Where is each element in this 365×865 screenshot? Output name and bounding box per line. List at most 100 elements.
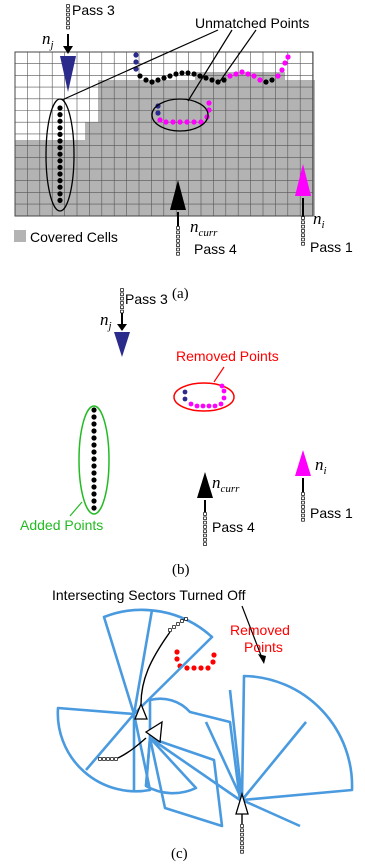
point-dot [91, 477, 97, 483]
black-triangle-icon [197, 472, 213, 498]
tail-square [176, 243, 180, 247]
tail-square [176, 622, 180, 626]
point-dot [91, 435, 97, 441]
point-dot [182, 389, 188, 395]
point-dot [143, 77, 149, 83]
tail-square [203, 525, 207, 529]
removed-callout [213, 366, 225, 383]
callout-line [61, 29, 219, 101]
point-dot [170, 119, 176, 125]
sector-divider [228, 689, 244, 801]
point-dot [251, 73, 257, 79]
unmatched-points-left [57, 105, 63, 203]
tail-square [240, 841, 244, 845]
tail-square [240, 824, 244, 828]
point-dot [157, 117, 163, 123]
point-dot [91, 442, 97, 448]
pass-tail-icon [301, 492, 305, 522]
point-dot [57, 118, 63, 124]
pose-arrow-upper [134, 617, 188, 720]
ncurr-label: ncurr [212, 473, 240, 495]
tail-square [66, 12, 70, 17]
point-dot [179, 70, 185, 76]
tail-square [120, 288, 124, 292]
tail-square [102, 757, 106, 761]
pose-path [117, 737, 147, 759]
point-dot [91, 484, 97, 490]
pass-tail-icon [98, 757, 118, 761]
point-dot [167, 73, 173, 79]
point-dot [57, 151, 63, 157]
pass4-label: Pass 4 [194, 241, 237, 257]
sector-divider [240, 721, 308, 801]
point-dot [263, 79, 269, 85]
point-dot [200, 403, 206, 409]
black-triangle-icon [170, 180, 186, 210]
point-dot [194, 403, 200, 409]
point-dot [215, 79, 221, 85]
tail-square [301, 505, 305, 509]
tail-square [301, 500, 305, 505]
point-dot [57, 145, 63, 151]
pose-n-curr-b: ncurr Pass 4 [197, 472, 255, 546]
removed-label-line1: Removed [230, 622, 290, 638]
point-dot [198, 665, 204, 671]
point-dot [206, 100, 212, 106]
point-dot [57, 178, 63, 184]
tail-square [66, 4, 70, 8]
title-unmatched-points: Unmatched Points [195, 15, 309, 31]
tail-square [176, 234, 180, 239]
sensor-sectors [56, 608, 354, 828]
point-dot [285, 54, 291, 60]
pose-path [140, 631, 171, 705]
tail-square [203, 512, 207, 516]
point-dot [177, 119, 183, 125]
point-dot [149, 79, 155, 85]
tail-square [301, 229, 305, 233]
point-dot [191, 665, 197, 671]
removed-points-b [182, 383, 227, 409]
pass3-label: Pass 3 [72, 2, 115, 18]
arrow-head-icon [117, 324, 127, 331]
point-dot [210, 659, 216, 665]
point-dot [282, 60, 288, 66]
point-dot [133, 52, 139, 58]
point-dot [91, 498, 97, 504]
point-dot [218, 401, 224, 407]
pass-tail-icon [203, 512, 207, 546]
tail-square [66, 17, 70, 21]
point-dot [91, 456, 97, 462]
title-intersecting-sectors: Intersecting Sectors Turned Off [52, 587, 246, 603]
removed-points-label: Removed Points [176, 348, 279, 364]
point-dot [184, 665, 190, 671]
panel-a: Unmatched Points Pass 3 nj ncurr Pass 4 … [14, 2, 353, 302]
point-dot [91, 407, 97, 413]
panel-c: Intersecting Sectors Turned Off Removed … [52, 587, 354, 862]
tail-square [120, 309, 124, 314]
point-dot [174, 656, 180, 662]
pose-arrow-left [98, 720, 163, 761]
added-points-b [91, 407, 97, 511]
removed-label-line2: Points [244, 639, 283, 655]
pose-n-j-b: Pass 3 nj [100, 288, 168, 357]
tail-square [66, 8, 70, 13]
legend-swatch [14, 230, 26, 242]
point-dot [269, 77, 275, 83]
sector [144, 736, 198, 795]
tail-square [176, 226, 180, 230]
ni-label: ni [315, 455, 327, 477]
point-dot [155, 77, 161, 83]
tail-square [240, 828, 244, 833]
point-dot [221, 395, 227, 401]
point-dot [191, 119, 197, 125]
white-triangle-icon [134, 702, 148, 720]
tail-square [240, 845, 244, 850]
pose-n-i-b: ni Pass 1 [295, 450, 353, 522]
magenta-triangle-icon [295, 164, 311, 196]
sector-divider [85, 713, 135, 771]
point-dot [163, 119, 169, 125]
tail-square [301, 220, 305, 225]
navy-triangle-icon [114, 332, 130, 357]
point-dot [197, 73, 203, 79]
tail-square [203, 542, 207, 546]
